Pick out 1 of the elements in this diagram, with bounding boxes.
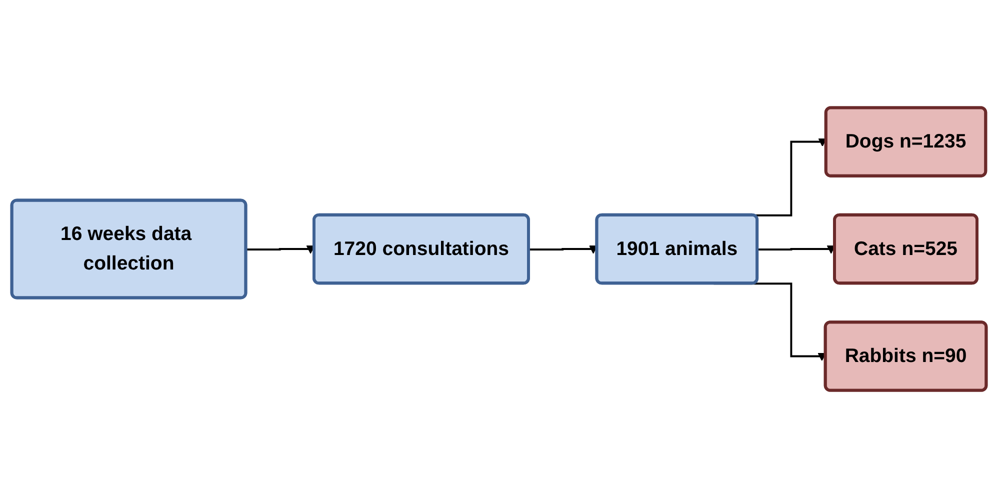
arrow: [758, 245, 836, 254]
